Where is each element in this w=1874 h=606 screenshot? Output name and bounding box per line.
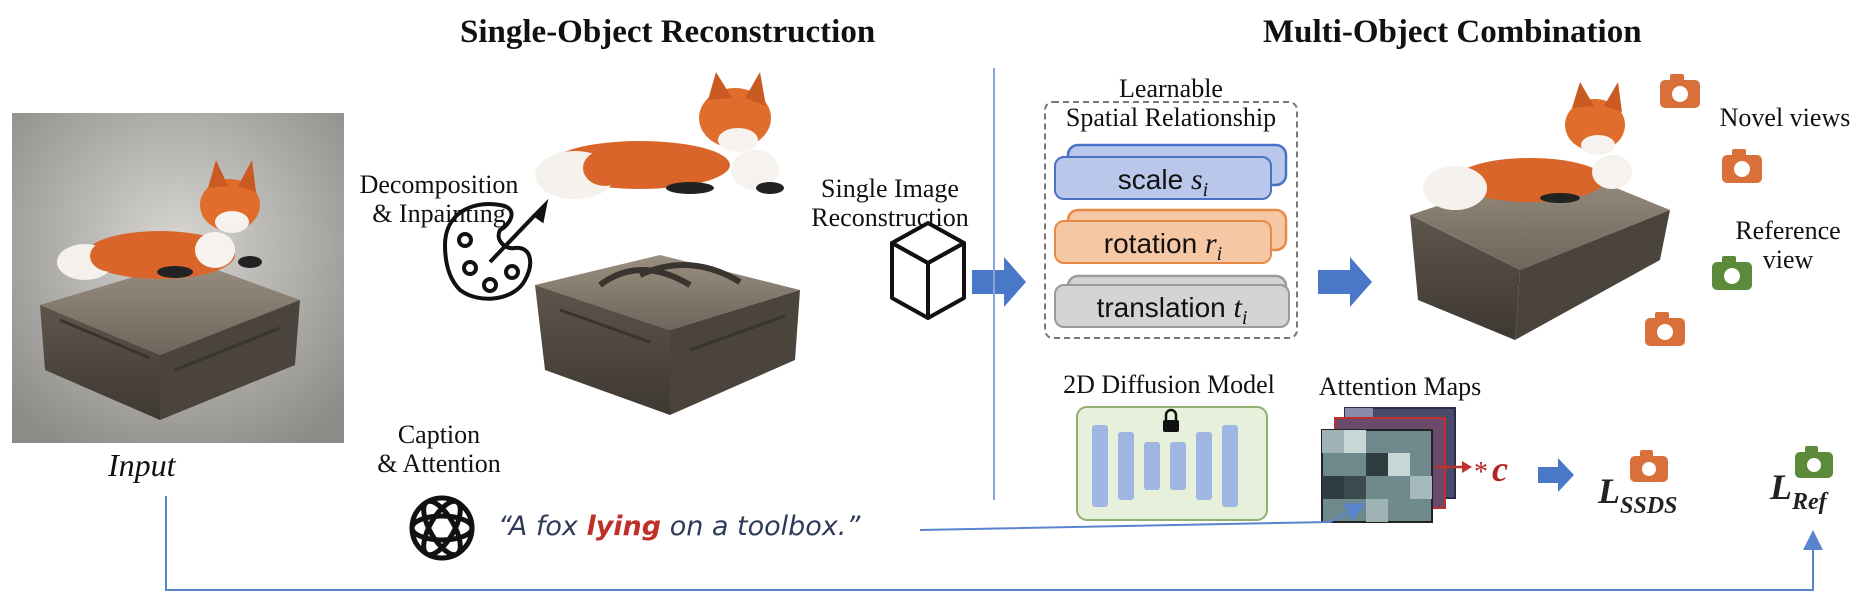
input-label: Input xyxy=(108,447,176,483)
input-to-ref-line xyxy=(165,496,1823,591)
camera-icon xyxy=(1645,312,1685,346)
camera-icon xyxy=(1630,450,1668,482)
multiply-c-label: * c xyxy=(1474,449,1508,489)
caption-highlight: lying xyxy=(586,511,662,542)
rotation-param: rotation ri xyxy=(1054,220,1272,265)
camera-icon xyxy=(1722,149,1762,183)
arrow-to-spatial xyxy=(972,257,1026,307)
decomposed-fox-image xyxy=(535,72,784,199)
camera-icon xyxy=(1660,74,1700,108)
arrow-to-ssds xyxy=(1538,458,1574,492)
input-image xyxy=(12,113,344,443)
caption-text: “A fox lying on a toolbox.” xyxy=(498,511,861,542)
title-single-object: Single-Object Reconstruction xyxy=(460,14,876,50)
combined-3d-result-image xyxy=(1410,82,1670,340)
loss-ssds: LSSDS xyxy=(1598,471,1678,519)
diffusion-model-label: 2D Diffusion Model xyxy=(1063,370,1275,399)
arrow-to-result xyxy=(1318,257,1372,307)
scale-param: scale si xyxy=(1054,156,1272,201)
lock-icon xyxy=(1163,408,1179,432)
palette-icon xyxy=(442,198,549,301)
openai-logo-icon xyxy=(409,495,475,561)
title-multi-object: Multi-Object Combination xyxy=(1263,14,1642,50)
attention-maps-label: Attention Maps xyxy=(1318,372,1482,401)
camera-icon xyxy=(1712,256,1752,290)
novel-views-label: Novel views xyxy=(1719,103,1851,132)
caption-to-attention-line xyxy=(919,503,1366,531)
learnable-spatial-label: Learnable Spatial Relationship xyxy=(1065,74,1277,132)
single-image-reconstruction-label: Single Image Reconstruction xyxy=(811,174,969,232)
reference-view-label: Reference view xyxy=(1735,216,1841,274)
attention-maps xyxy=(1321,407,1456,523)
caption-attention-label: Caption & Attention xyxy=(377,420,501,478)
cube-icon xyxy=(890,221,966,320)
loss-ref: LRef xyxy=(1770,467,1827,515)
diffusion-model-box xyxy=(1076,406,1268,521)
camera-icon xyxy=(1795,446,1833,478)
decomposed-toolbox-image xyxy=(535,255,800,415)
translation-param: translation ti xyxy=(1054,284,1290,329)
decomposition-label: Decomposition & Inpainting xyxy=(359,170,519,228)
